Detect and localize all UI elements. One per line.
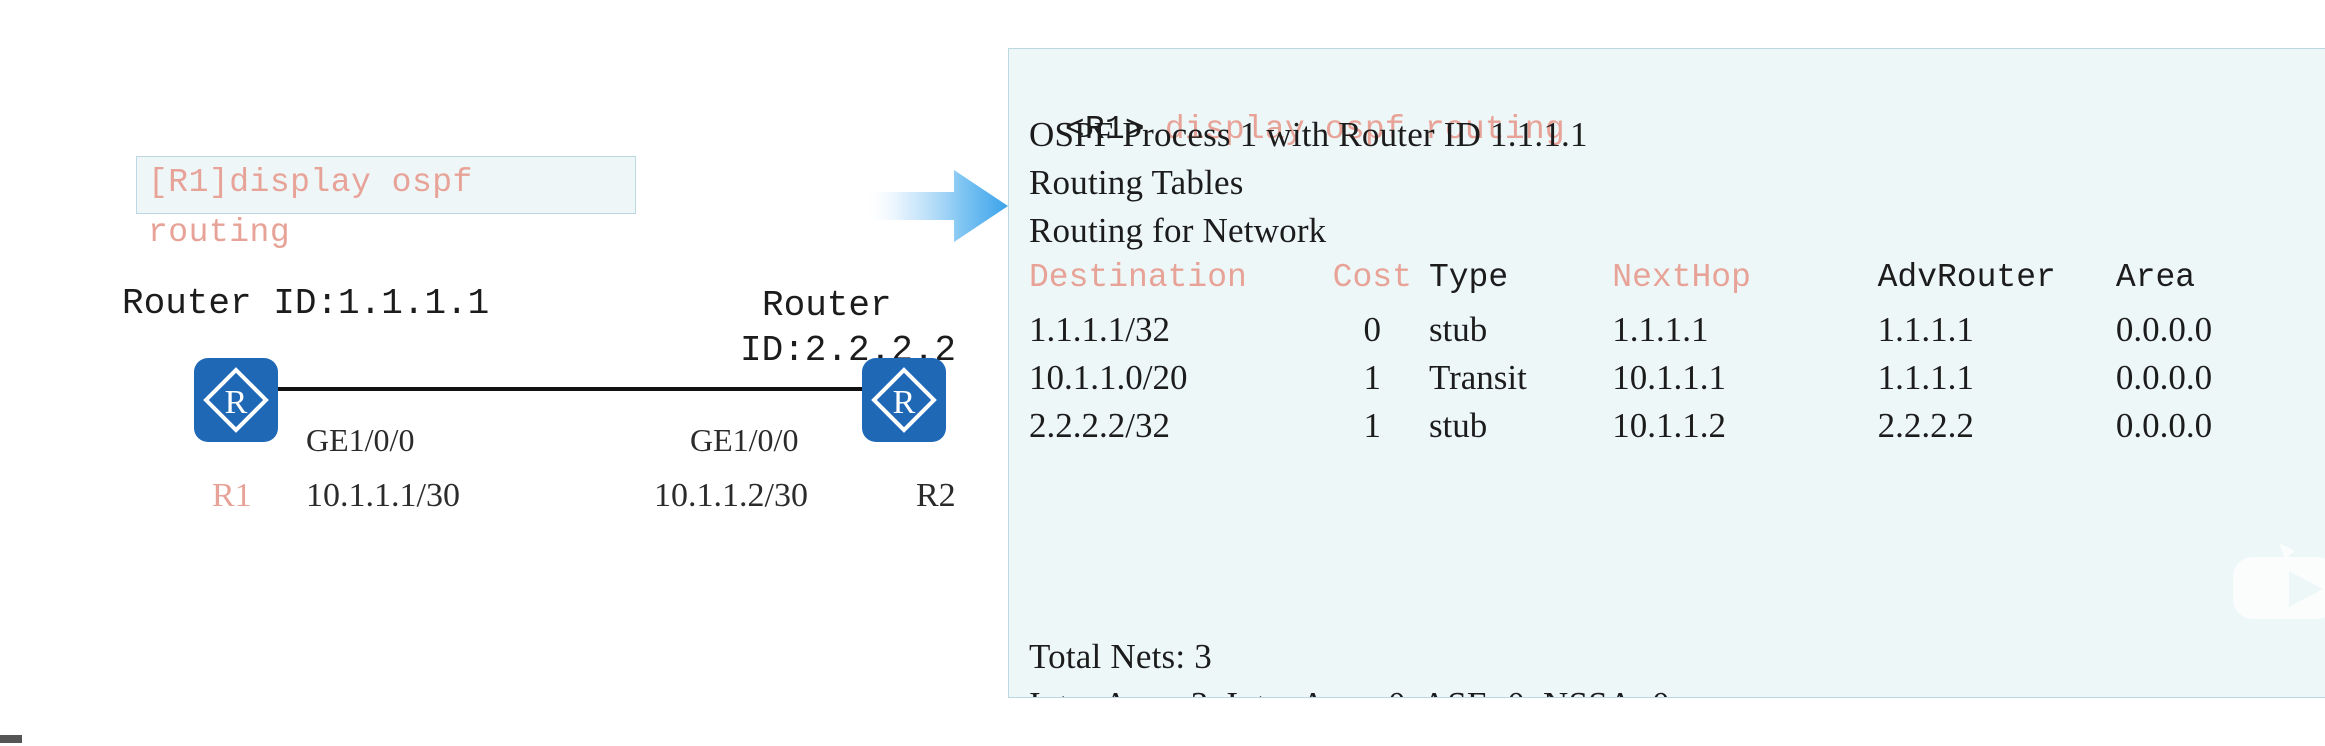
terminal-routing-tables-line: Routing Tables xyxy=(1029,163,1244,202)
cell-nexthop: 10.1.1.2 xyxy=(1612,406,1727,445)
terminal-output-panel: <R1> display ospf routing OSPF Process 1… xyxy=(1008,48,2325,698)
cell-area: 0.0.0.0 xyxy=(2115,358,2213,397)
network-topology-diagram: [R1]display ospf routing Router ID:1.1.1… xyxy=(0,0,1008,746)
column-header-cost: Cost xyxy=(1332,259,1412,296)
cell-cost: 1 xyxy=(1363,406,1382,445)
cell-destination: 1.1.1.1/32 xyxy=(1029,310,1170,349)
cell-advrouter: 1.1.1.1 xyxy=(1877,310,1974,349)
ospf-routing-table: Destination Cost Type NextHop AdvRouter … xyxy=(1029,259,2299,450)
column-header-destination: Destination xyxy=(1029,259,1247,296)
node-name-r2: R2 xyxy=(916,477,956,514)
column-header-advrouter: AdvRouter xyxy=(1877,259,2056,296)
router-id-label-r1: Router ID:1.1.1.1 xyxy=(122,283,490,324)
cell-type: stub xyxy=(1428,406,1488,445)
cell-advrouter: 1.1.1.1 xyxy=(1877,358,1974,397)
cell-cost: 0 xyxy=(1363,310,1382,349)
node-name-r1: R1 xyxy=(212,477,252,514)
interface-label-r2: GE1/0/0 xyxy=(690,422,799,458)
cell-cost: 1 xyxy=(1363,358,1382,397)
command-callout-box xyxy=(136,156,636,214)
flow-arrow-icon xyxy=(862,170,1008,242)
svg-text:R: R xyxy=(893,384,916,421)
cell-advrouter: 2.2.2.2 xyxy=(1877,406,1974,445)
terminal-command-value: display ospf routing xyxy=(1164,111,1565,148)
cell-nexthop: 1.1.1.1 xyxy=(1612,310,1709,349)
terminal-prompt: <R1> xyxy=(1064,111,1145,148)
interface-label-r1: GE1/0/0 xyxy=(306,422,415,458)
router-icon-r1[interactable]: R xyxy=(194,358,278,442)
cell-area: 0.0.0.0 xyxy=(2115,310,2213,349)
terminal-process-line: OSPF Process 1 with Router ID 1.1.1.1 xyxy=(1029,115,1588,154)
command-callout-line1: [R1]display ospf xyxy=(148,164,473,201)
corner-marker xyxy=(0,735,22,743)
watermark-logo-icon xyxy=(2233,543,2325,619)
command-callout-line2: routing xyxy=(148,214,291,251)
table-header-row: Destination Cost Type NextHop AdvRouter … xyxy=(1029,259,2299,306)
ip-label-r1: 10.1.1.1/30 xyxy=(306,477,460,514)
column-header-area: Area xyxy=(2115,259,2196,296)
router-id-label-r2-line1: Router xyxy=(762,285,892,326)
cell-type: Transit xyxy=(1428,358,1527,397)
cell-nexthop: 10.1.1.1 xyxy=(1612,358,1727,397)
terminal-total-nets-line: Total Nets: 3 xyxy=(1029,637,1212,676)
table-row: 1.1.1.1/32 0 stub 1.1.1.1 1.1.1.1 0.0.0.… xyxy=(1029,306,2299,354)
table-row: 10.1.1.0/20 1 Transit 10.1.1.1 1.1.1.1 0… xyxy=(1029,354,2299,402)
router-icon-r2[interactable]: R xyxy=(862,358,946,442)
table-row: 2.2.2.2/32 1 stub 10.1.1.2 2.2.2.2 0.0.0… xyxy=(1029,402,2299,450)
cell-destination: 10.1.1.0/20 xyxy=(1029,358,1188,397)
terminal-command-line: <R1> display ospf routing xyxy=(1029,67,1565,188)
terminal-routing-for-network-line: Routing for Network xyxy=(1029,211,1327,250)
cell-type: stub xyxy=(1428,310,1488,349)
ip-label-r2: 10.1.1.2/30 xyxy=(654,477,808,514)
cell-destination: 2.2.2.2/32 xyxy=(1029,406,1170,445)
column-header-type: Type xyxy=(1428,259,1509,296)
svg-text:R: R xyxy=(225,384,248,421)
terminal-area-summary-line: Intra Area: 3 Inter Area: 0 ASE: 0 NSSA:… xyxy=(1029,685,1670,697)
link-line-r1-r2 xyxy=(276,387,866,391)
column-header-nexthop: NextHop xyxy=(1612,259,1751,296)
cell-area: 0.0.0.0 xyxy=(2115,406,2213,445)
